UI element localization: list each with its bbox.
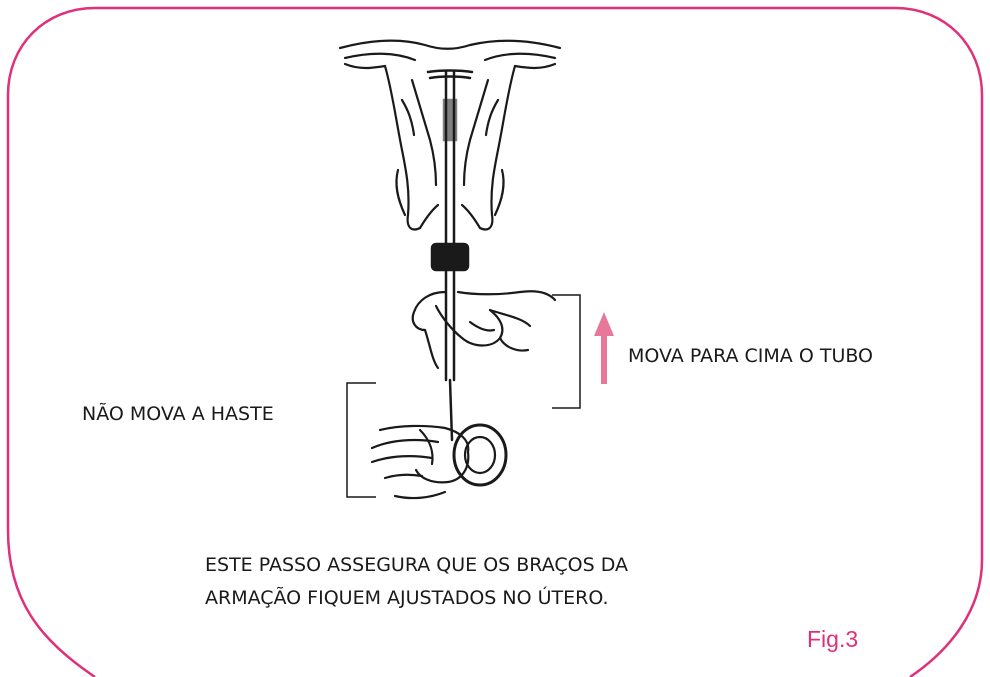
- dont-move-rod-label: NÃO MOVA A HASTE: [82, 403, 274, 425]
- uterus-illustration: [338, 39, 562, 231]
- up-arrow-icon: [594, 312, 614, 384]
- instruction-note-line1: ESTE PASSO ASSEGURA QUE OS BRAÇOS DA: [205, 554, 629, 576]
- lower-hand: [370, 423, 508, 500]
- frame-border: [6, 6, 984, 677]
- rod-bracket: [346, 382, 376, 498]
- upper-hand: [411, 290, 557, 370]
- tube-bracket: [552, 294, 581, 409]
- move-tube-label: MOVA PARA CIMA O TUBO: [628, 345, 874, 367]
- iud-device: [426, 69, 474, 442]
- instruction-note-line2: ARMAÇÃO FIQUEM AJUSTADOS NO ÚTERO.: [205, 587, 609, 609]
- figure-label: Fig.3: [807, 626, 859, 652]
- instruction-note: ESTE PASSO ASSEGURA QUE OS BRAÇOS DA ARM…: [205, 549, 628, 615]
